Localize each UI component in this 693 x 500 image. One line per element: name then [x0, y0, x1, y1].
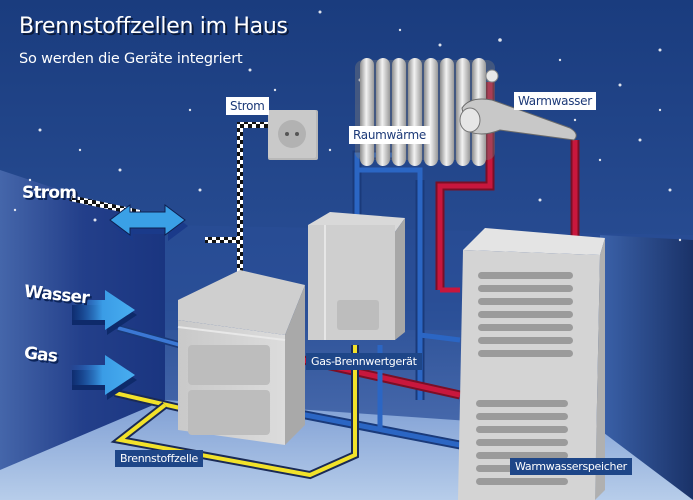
label-raumwaerme: Raumwärme — [349, 126, 430, 144]
label-brennstoffzelle: Brennstoffzelle — [115, 450, 203, 467]
hot-water-tank — [458, 228, 605, 500]
input-label-gas: Gas — [23, 343, 59, 367]
label-warmwasser: Warmwasser — [514, 92, 596, 110]
label-gas-brennwertgeraet: Gas-Brennwertgerät — [306, 353, 422, 370]
power-socket — [268, 110, 318, 160]
label-socket-strom: Strom — [226, 97, 269, 115]
wasser-arrow — [70, 290, 137, 335]
page-subtitle: So werden die Geräte integriert — [19, 51, 243, 67]
gas-arrow — [70, 355, 137, 400]
page-title: Brennstoffzellen im Haus — [19, 14, 288, 39]
strom-double-arrow — [109, 204, 188, 241]
shower-head — [459, 98, 577, 141]
input-label-strom: Strom — [22, 183, 77, 203]
gas-boiler-unit — [308, 212, 405, 340]
label-warmwasserspeicher: Warmwasserspeicher — [510, 458, 632, 475]
fuel-cell-unit — [177, 270, 305, 445]
